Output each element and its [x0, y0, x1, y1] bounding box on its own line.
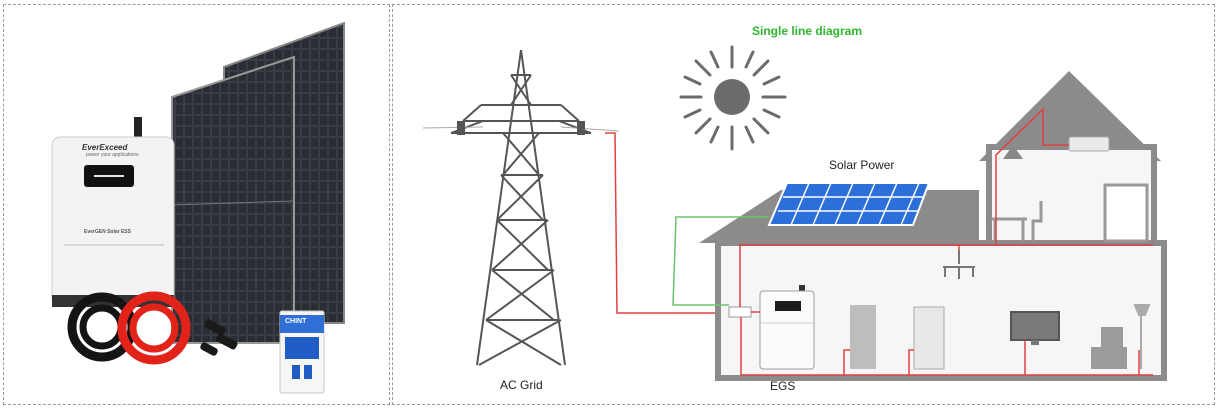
armchair-icon [1091, 327, 1127, 369]
roof-solar-array [767, 182, 931, 226]
bookshelf-icon [1103, 183, 1149, 243]
ac-grid-wire [605, 132, 726, 314]
ac-unit-icon [1068, 136, 1110, 152]
solar-power-label: Solar Power [829, 158, 895, 172]
storage-inverter-unit [51, 117, 175, 307]
ceiling-lamp-icon [1003, 145, 1023, 159]
inverter-tagline-text: power your applications [86, 152, 139, 158]
inverter-model-text: EverGEN Solar ESS [84, 229, 131, 235]
transmission-tower-icon [422, 49, 620, 366]
desk-icon [991, 201, 1043, 241]
egs-label: EGS [770, 379, 796, 393]
fridge-icon [850, 305, 876, 369]
solar-module-front [171, 55, 295, 344]
product-kit-panel: EverExceed power your applications EverG… [3, 4, 390, 405]
floor-lamp-icon [1133, 304, 1151, 369]
meter-box-icon [728, 306, 752, 318]
inverter-brand-text: EverExceed [82, 143, 128, 152]
mc4-connectors [200, 319, 238, 356]
air-purifier-icon [913, 306, 945, 370]
ac-grid-label: AC Grid [500, 378, 543, 392]
house-ac-wiring [739, 107, 1153, 376]
house-illustration [699, 71, 1167, 381]
single-line-diagram [422, 45, 1167, 381]
breaker-brand-text: CHINT [285, 318, 307, 325]
dc-breaker [279, 310, 325, 394]
chandelier-icon [943, 250, 975, 279]
product-kit-illustration [51, 21, 345, 394]
egs-unit-icon [759, 285, 815, 370]
diagram-title: Single line diagram [752, 24, 863, 38]
sun-icon [679, 45, 787, 151]
single-line-diagram-panel: Single line diagram AC Grid Solar Power … [392, 4, 1215, 405]
pv-dc-wire [672, 216, 769, 306]
red-cable-coil [117, 291, 191, 365]
tv-icon [1010, 311, 1060, 341]
